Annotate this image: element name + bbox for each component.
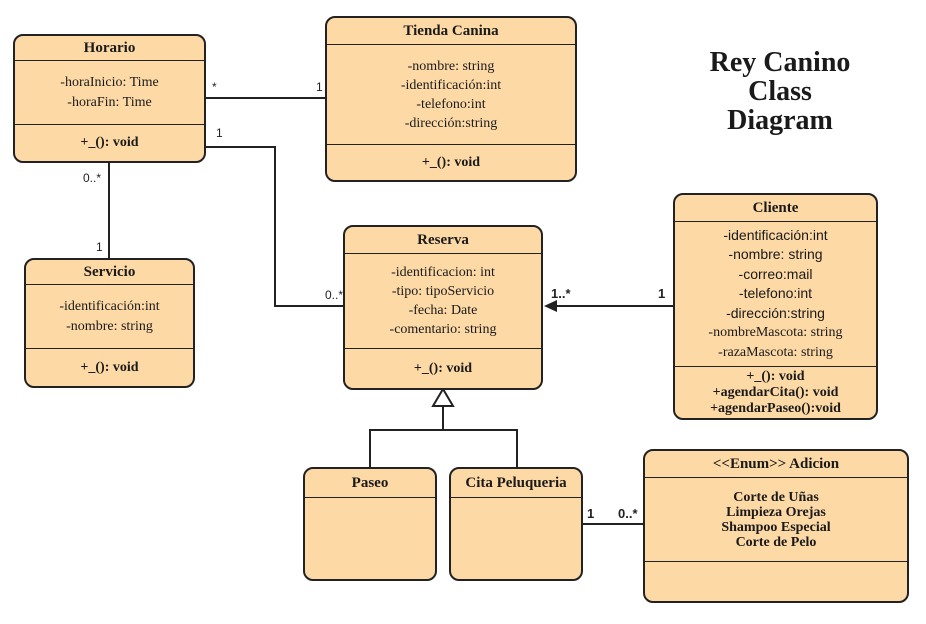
class-cliente[interactable]: Cliente -identificación:int -nombre: str…	[673, 193, 878, 420]
class-servicio[interactable]: Servicio -identificación:int -nombre: st…	[24, 258, 195, 388]
enum-adicion[interactable]: <<Enum>> Adicion Corte de Uñas Limpieza …	[643, 449, 909, 603]
association-horario-reserva	[205, 146, 345, 307]
attribute: -horaFin: Time	[67, 94, 152, 110]
attributes-section	[305, 498, 435, 579]
class-name: <<Enum>> Adicion	[645, 451, 907, 478]
multiplicity-label: 1	[96, 240, 103, 254]
class-cita-peluqueria[interactable]: Cita Peluqueria	[449, 467, 583, 581]
enum-literal: Corte de Pelo	[735, 534, 817, 550]
class-reserva[interactable]: Reserva -identificacion: int -tipo: tipo…	[343, 225, 543, 390]
enum-literal: Limpieza Orejas	[726, 504, 826, 520]
title-line: Diagram	[727, 105, 833, 136]
enum-literal: Corte de Uñas	[733, 489, 819, 505]
multiplicity-label: 0..*	[618, 506, 638, 521]
class-tienda-canina[interactable]: Tienda Canina -nombre: string -identific…	[325, 16, 577, 182]
attributes-section: -nombre: string -identificación:int -tel…	[327, 45, 575, 145]
multiplicity-label: 0..*	[83, 171, 102, 185]
class-name: Cliente	[675, 195, 876, 222]
methods-section	[645, 562, 907, 601]
method: +_(): void	[80, 359, 139, 375]
enum-literals-section: Corte de Uñas Limpieza Orejas Shampoo Es…	[645, 478, 907, 562]
multiplicity-label: 1	[316, 80, 323, 94]
class-paseo[interactable]: Paseo	[303, 467, 437, 581]
attributes-section	[451, 498, 581, 579]
class-horario[interactable]: Horario -horaInicio: Time -horaFin: Time…	[13, 34, 206, 163]
generalization-branch	[369, 429, 518, 467]
attribute: -identificación:int	[400, 77, 502, 93]
methods-section: +_(): void	[26, 349, 193, 386]
attribute: -dirección:string	[726, 304, 825, 321]
attribute: -nombreMascota: string	[708, 325, 843, 341]
attribute: -comentario: string	[389, 322, 497, 337]
attribute: -razaMascota: string	[718, 344, 833, 360]
class-name: Servicio	[26, 260, 193, 285]
attribute: -identificación:int	[59, 298, 160, 314]
method: +_(): void	[746, 368, 805, 384]
navigability-arrowhead	[544, 300, 557, 312]
attribute: -nombre: string	[407, 58, 495, 74]
attribute: -telefono:int	[416, 96, 486, 112]
attribute: -identificacion: int	[391, 265, 495, 280]
title-line: Class	[748, 76, 812, 107]
class-name: Tienda Canina	[327, 18, 575, 45]
attribute: -horaInicio: Time	[60, 74, 159, 90]
attributes-section: -horaInicio: Time -horaFin: Time	[15, 61, 204, 125]
class-name: Horario	[15, 36, 204, 61]
diagram-title: Rey Canino Class Diagram	[660, 48, 900, 135]
multiplicity-label: 0..*	[325, 288, 344, 302]
attribute: -fecha: Date	[408, 303, 478, 318]
attribute: -tipo: tipoServicio	[391, 284, 495, 299]
attributes-section: -identificación:int -nombre: string -cor…	[675, 222, 876, 367]
enum-literal: Shampoo Especial	[721, 519, 831, 535]
methods-section: +_(): void	[327, 145, 575, 180]
attributes-section: -identificacion: int -tipo: tipoServicio…	[345, 254, 541, 349]
multiplicity-label: 1..*	[551, 286, 571, 301]
class-name: Cita Peluqueria	[451, 469, 581, 498]
multiplicity-label: *	[212, 80, 217, 94]
class-name: Paseo	[305, 469, 435, 498]
method: +_(): void	[421, 154, 481, 170]
title-line: Rey Canino	[709, 47, 851, 78]
attribute: -nombre: string	[66, 318, 153, 334]
attribute: -identificación:int	[723, 226, 828, 243]
attribute: -correo:mail	[738, 265, 813, 282]
attribute: -dirección:string	[404, 115, 498, 131]
attributes-section: -identificación:int -nombre: string	[26, 285, 193, 349]
inheritance-triangle	[431, 387, 455, 407]
method: +_(): void	[413, 360, 473, 376]
multiplicity-label: 1	[587, 506, 595, 521]
attribute: -telefono:int	[738, 285, 813, 302]
attribute: -nombre: string	[728, 246, 823, 263]
multiplicity-label: 1	[658, 286, 666, 301]
methods-section: +_(): void +agendarCita(): void +agendar…	[675, 367, 876, 418]
class-name: Reserva	[345, 227, 541, 254]
method: +_(): void	[80, 135, 139, 150]
method: +agendarCita(): void	[712, 384, 839, 400]
methods-section: +_(): void	[345, 349, 541, 388]
method: +agendarPaseo():void	[710, 400, 841, 416]
methods-section: +_(): void	[15, 125, 204, 161]
multiplicity-label: 1	[216, 126, 223, 140]
